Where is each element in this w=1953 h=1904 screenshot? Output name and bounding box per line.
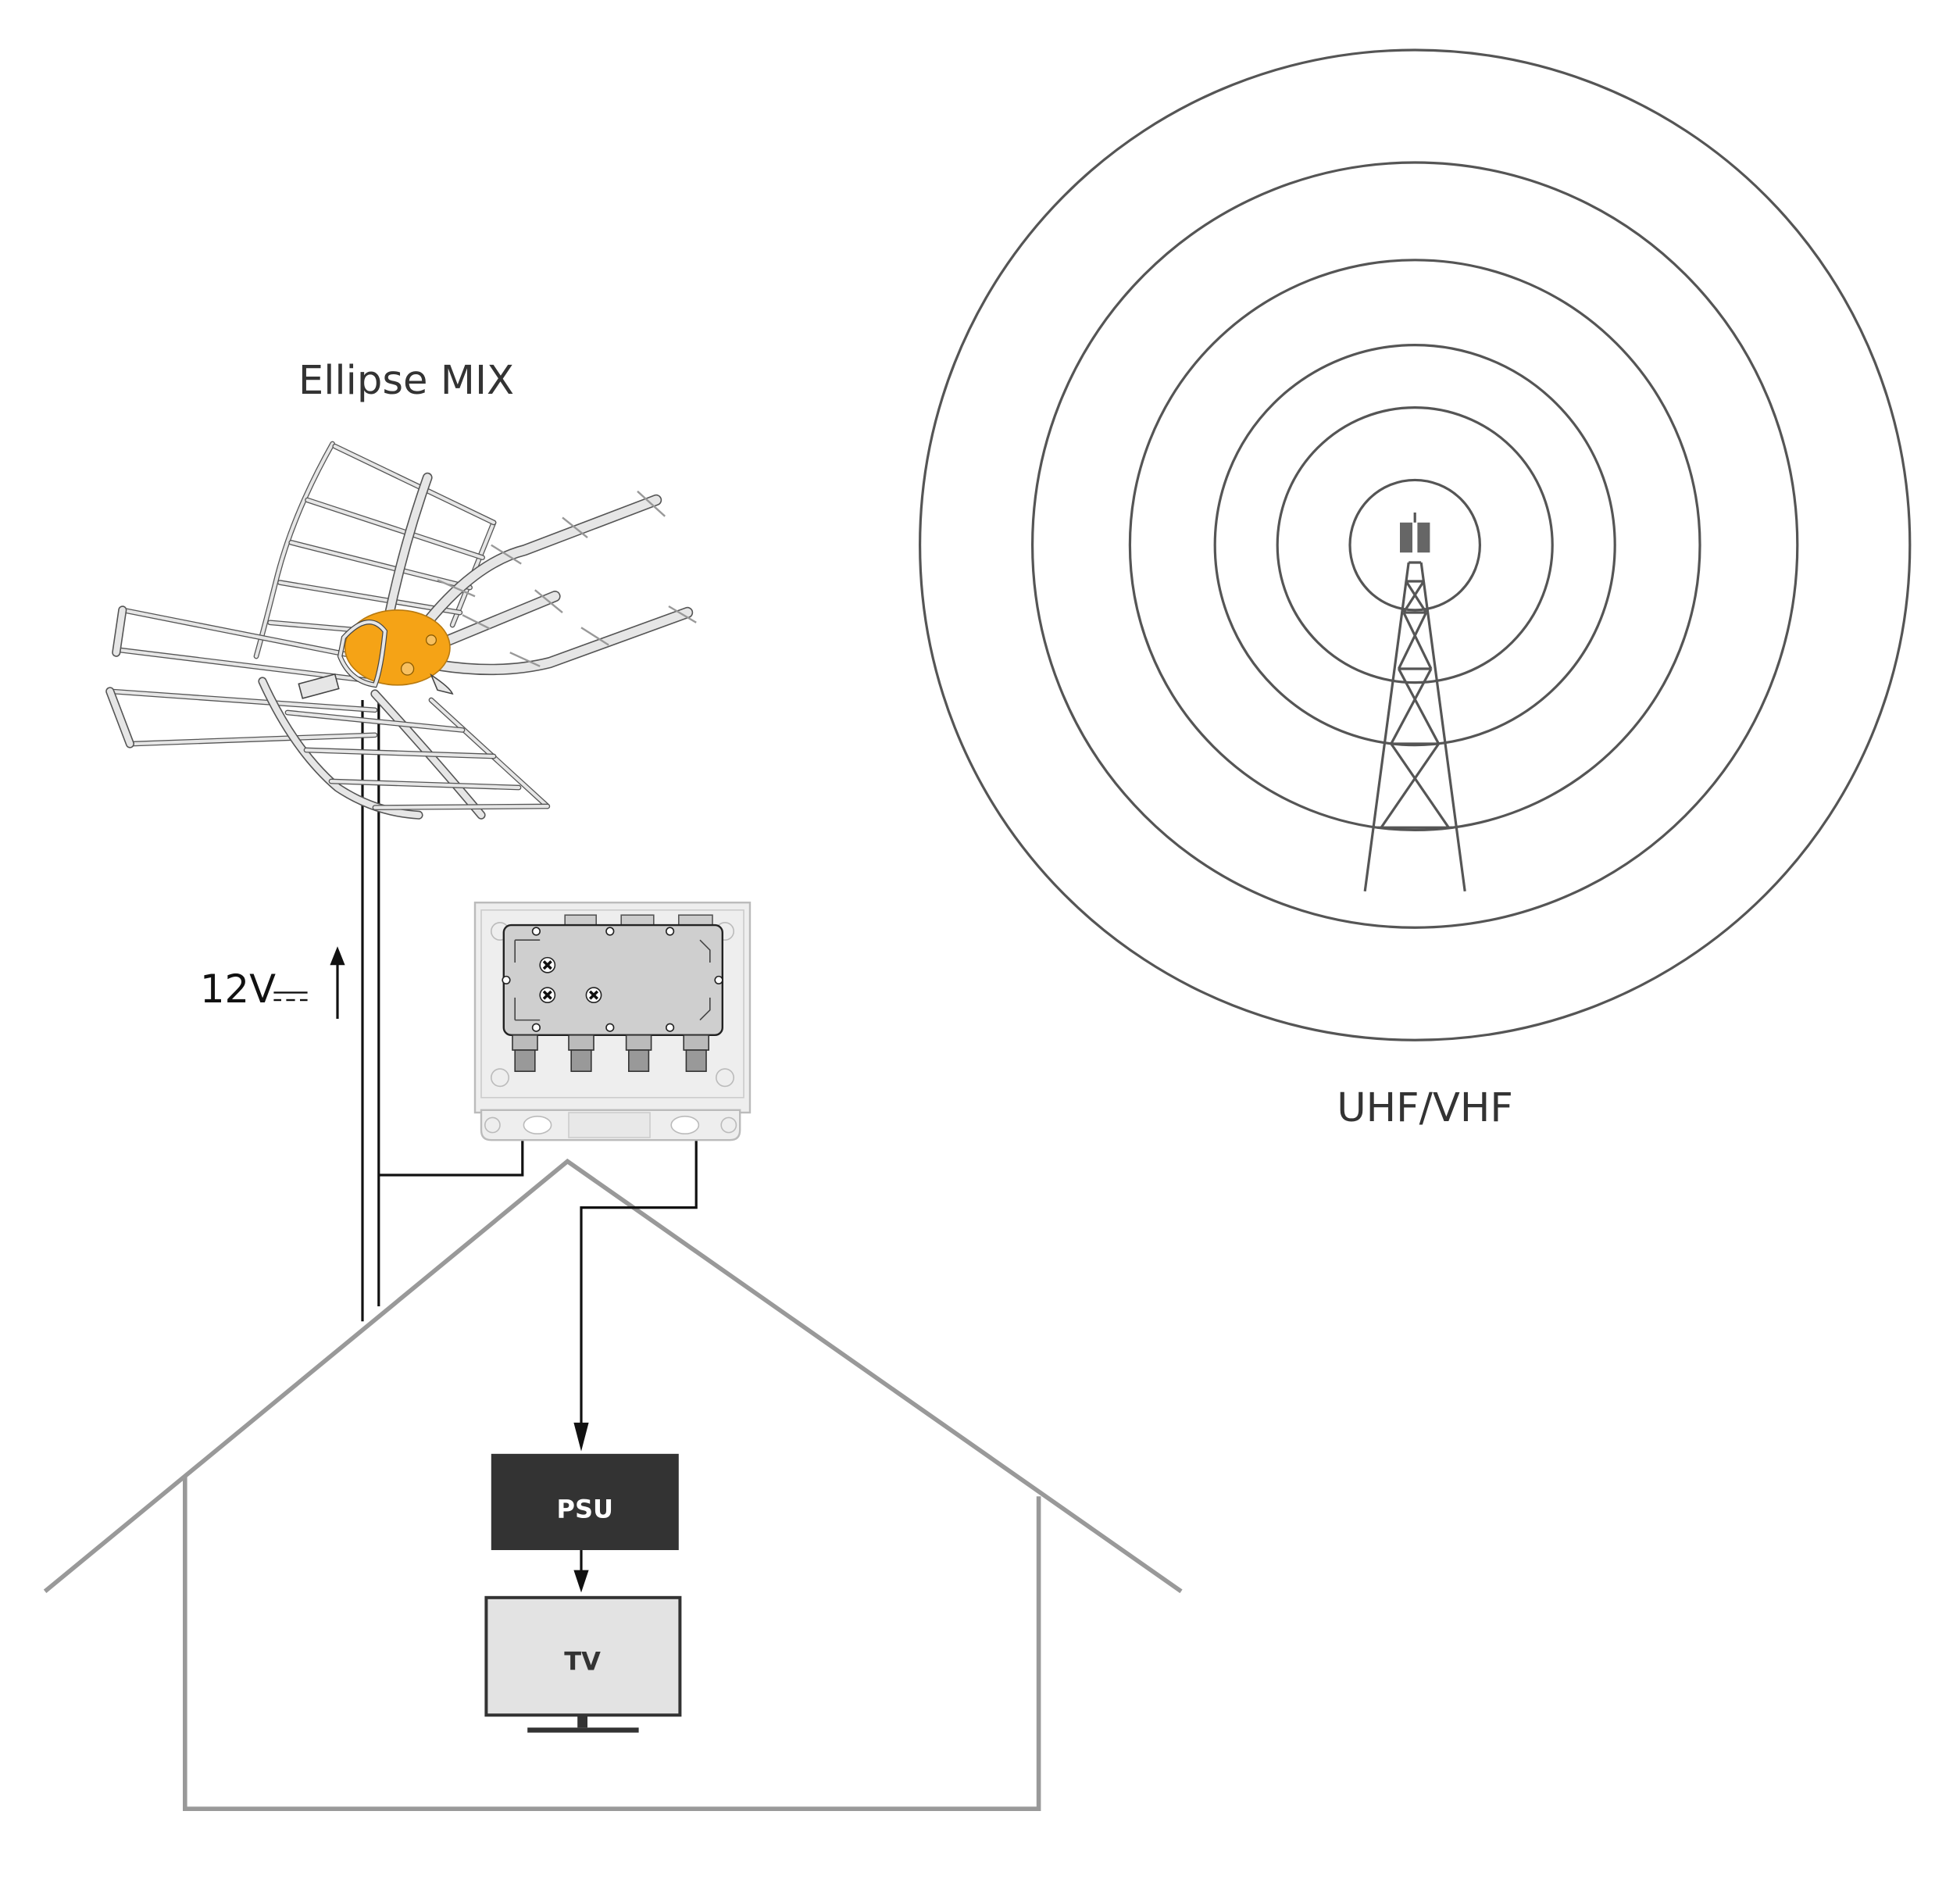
tv-set: TV: [484, 1595, 682, 1733]
transmitter-label: UHF/VHF: [1337, 1084, 1513, 1131]
antenna-label: Ellipse MIX: [298, 357, 514, 404]
power-voltage-label: 12V: [200, 966, 276, 1012]
arrow-down-icon: [573, 1422, 589, 1452]
dc-symbol-icon: [273, 991, 308, 1002]
arrow-down-icon: [573, 1570, 589, 1593]
wave-ring: [1128, 259, 1701, 832]
signal-waves: [919, 48, 1912, 1041]
wave-ring: [1348, 478, 1481, 612]
transmitter-tower-icon: [1363, 513, 1466, 892]
mast-amplifier: [473, 902, 752, 1141]
ellipse-mix-antenna-icon: [105, 441, 697, 820]
antenna-amplifier-hub: [344, 609, 451, 686]
psu-label: PSU: [557, 1494, 613, 1524]
wave-ring: [1213, 344, 1616, 747]
psu-box: PSU: [491, 1453, 679, 1551]
house-roof: [43, 1158, 1183, 1594]
coax-connectors: [512, 1034, 709, 1073]
power-direction-arrow-icon: [330, 946, 345, 1020]
wave-ring: [919, 48, 1912, 1041]
house-outline: [43, 1158, 1183, 1812]
antenna-mast: [361, 700, 380, 1322]
house-walls: [183, 1475, 1041, 1812]
tv-label: TV: [564, 1647, 601, 1677]
wave-ring: [1031, 161, 1799, 929]
wave-ring: [1276, 406, 1554, 684]
